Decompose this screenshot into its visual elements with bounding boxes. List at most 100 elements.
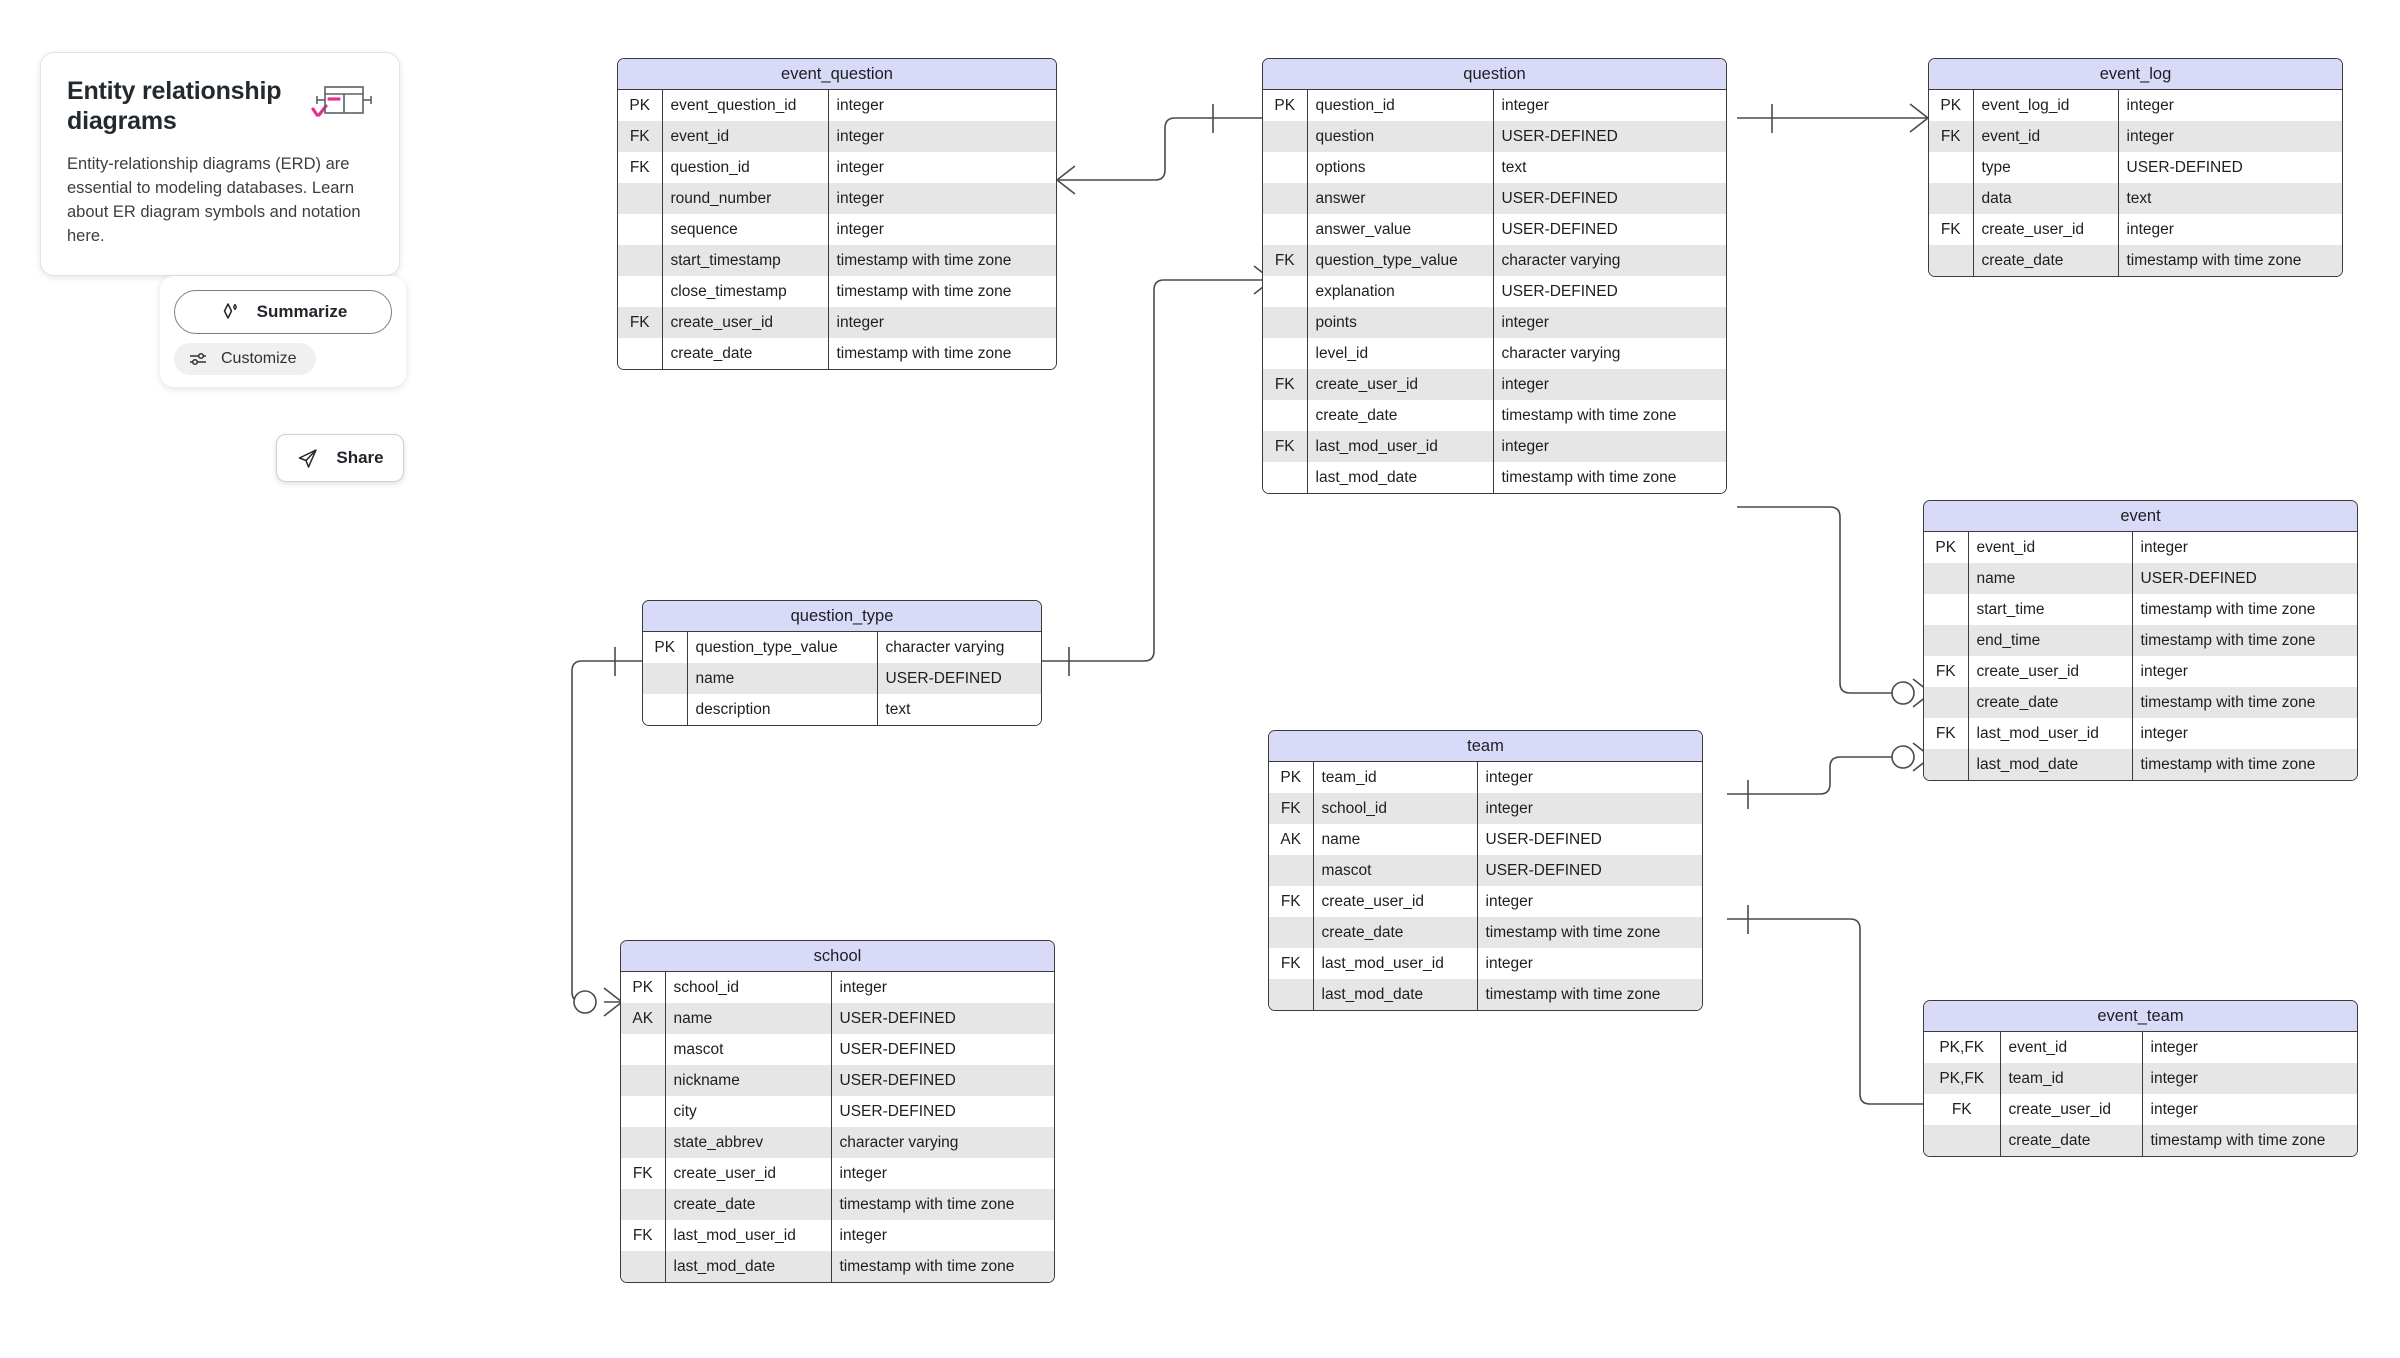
column-key xyxy=(1263,152,1308,183)
column-key xyxy=(1929,183,1974,214)
column-type: timestamp with time zone xyxy=(2142,1125,2357,1156)
customize-button[interactable]: Customize xyxy=(174,343,316,375)
column-type: timestamp with time zone xyxy=(831,1251,1054,1282)
summarize-button[interactable]: Summarize xyxy=(174,290,392,334)
column-key: FK xyxy=(621,1220,666,1251)
column-type: timestamp with time zone xyxy=(828,276,1056,307)
share-button[interactable]: Share xyxy=(276,434,404,482)
column-name: last_mod_user_id xyxy=(1307,431,1494,462)
column-key xyxy=(1924,1125,2001,1156)
column-type: integer xyxy=(1493,307,1726,338)
column-name: last_mod_date xyxy=(1968,749,2133,780)
column-type: integer xyxy=(1477,948,1702,979)
column-key xyxy=(618,276,663,307)
column-name: start_timestamp xyxy=(662,245,829,276)
column-name: create_date xyxy=(662,338,829,369)
column-type: integer xyxy=(2118,121,2342,152)
column-type: timestamp with time zone xyxy=(2132,749,2357,780)
column-key xyxy=(1924,687,1969,718)
column-type: integer xyxy=(831,1220,1054,1251)
column-type: USER-DEFINED xyxy=(1477,855,1702,886)
column-name: create_date xyxy=(665,1189,832,1220)
column-key xyxy=(621,1189,666,1220)
column-type: USER-DEFINED xyxy=(2118,152,2342,183)
column-key xyxy=(1929,152,1974,183)
column-type: integer xyxy=(828,183,1056,214)
column-type: timestamp with time zone xyxy=(2118,245,2342,276)
column-type: integer xyxy=(828,90,1056,121)
column-key xyxy=(643,663,688,694)
